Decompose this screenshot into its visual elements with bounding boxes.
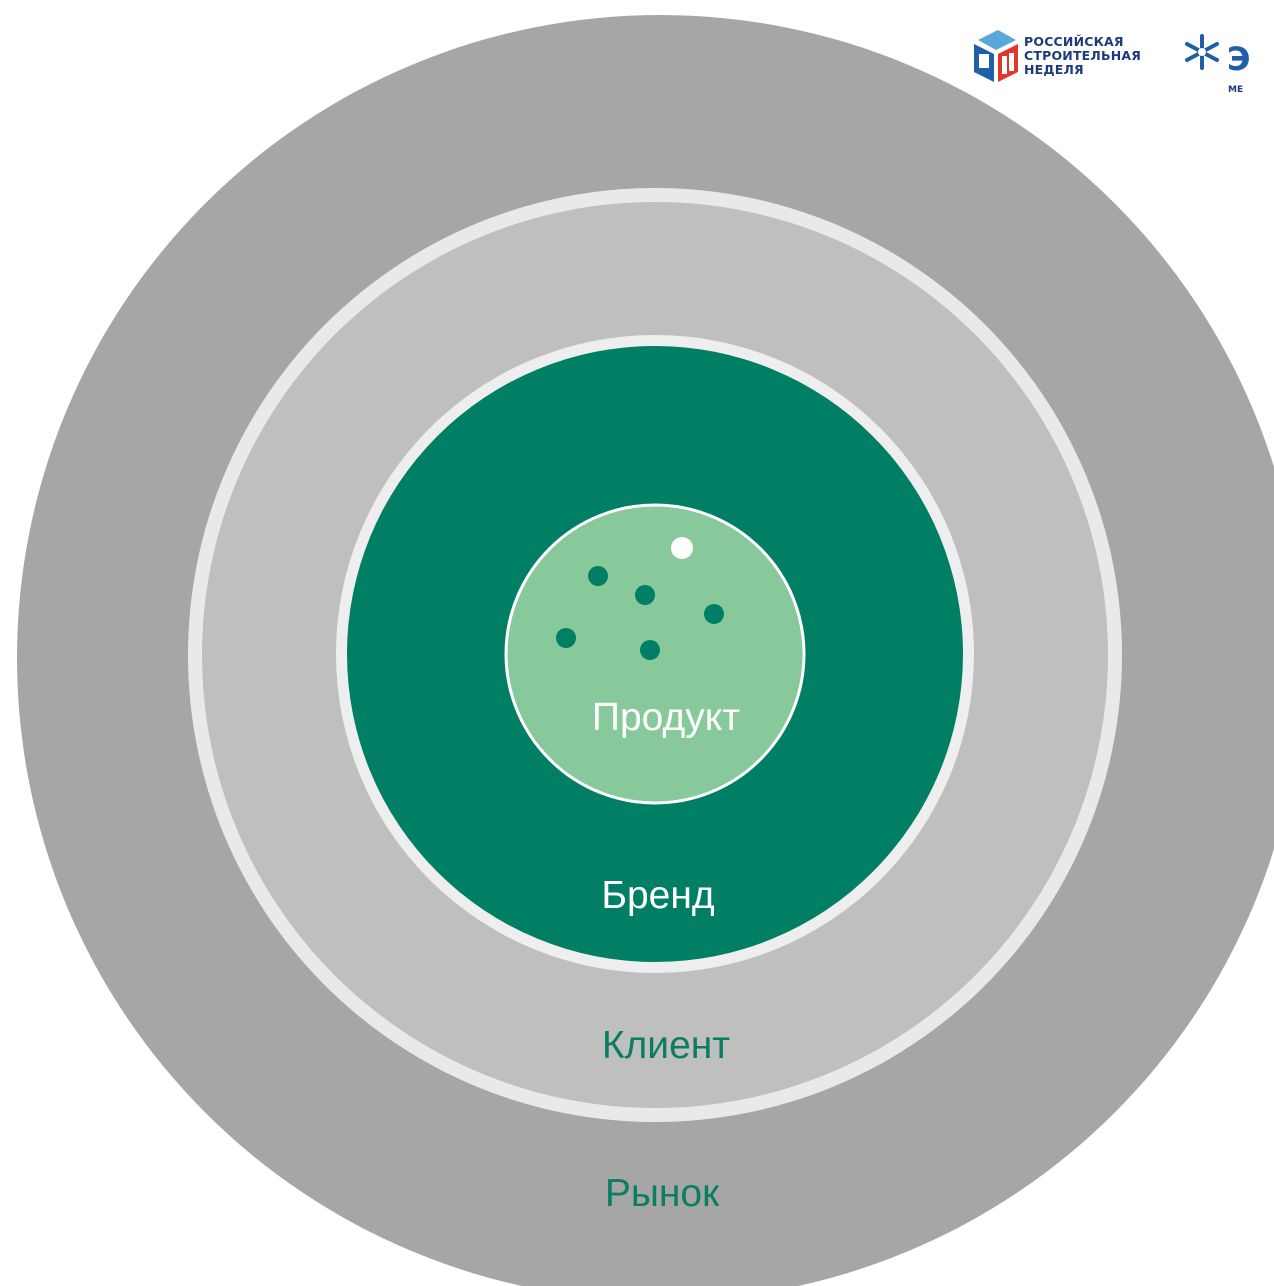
dot — [704, 604, 724, 624]
partner-letter: Э — [1227, 40, 1250, 78]
partner-star-icon — [1185, 34, 1219, 70]
dot — [588, 566, 608, 586]
logo-line-2: СТРОИТЕЛЬНАЯ — [1024, 48, 1141, 63]
dot — [556, 628, 576, 648]
event-logo: РОССИЙСКАЯ СТРОИТЕЛЬНАЯ НЕДЕЛЯ Э МЕ — [974, 30, 1250, 95]
label-client: Клиент — [602, 1024, 730, 1067]
logo-line-3: НЕДЕЛЯ — [1024, 62, 1084, 77]
partner-subtext: МЕ — [1228, 85, 1243, 95]
dot — [640, 640, 660, 660]
logo-cube-icon — [974, 30, 1018, 82]
label-product: Продукт — [592, 696, 740, 739]
highlight-dot — [671, 537, 693, 559]
label-market: Рынок — [605, 1172, 720, 1215]
logo-line-1: РОССИЙСКАЯ — [1024, 34, 1124, 49]
label-brand: Бренд — [601, 874, 715, 917]
dot — [635, 585, 655, 605]
